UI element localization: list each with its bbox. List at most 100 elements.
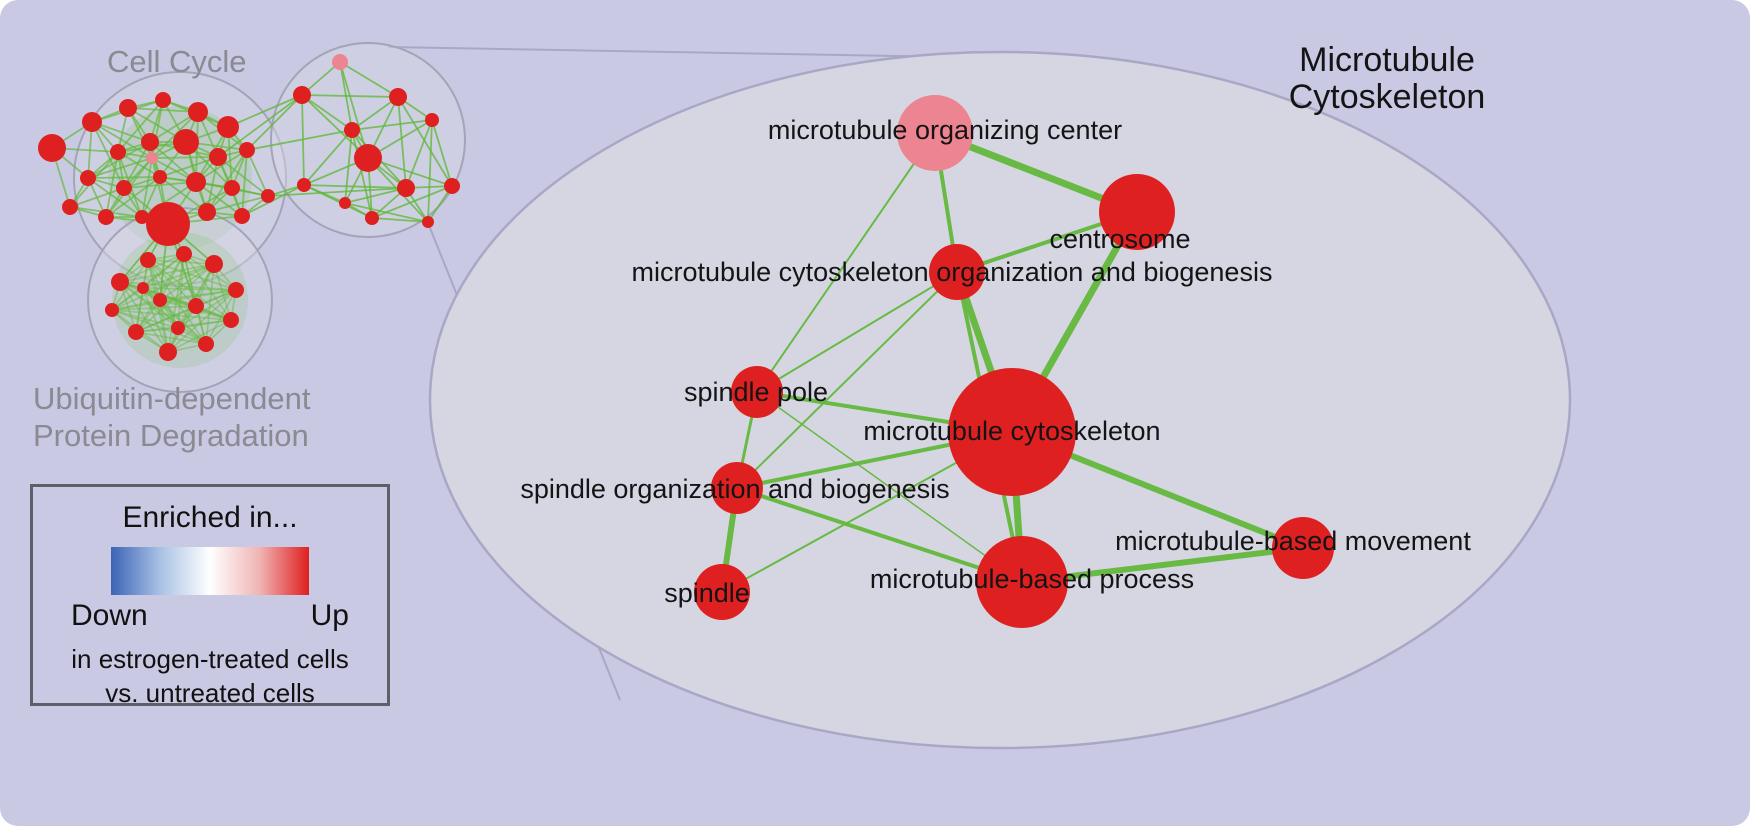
overview-edge — [119, 281, 207, 345]
overview-node — [186, 172, 206, 192]
overview-edge — [147, 259, 197, 307]
overview-node — [38, 134, 66, 162]
zoom-node-label-spindle: spindle — [664, 578, 750, 608]
overview-edge — [141, 157, 153, 218]
overview-edge — [135, 263, 215, 333]
zoom-edge-mcob-spindle_pole — [756, 271, 958, 393]
overview-node — [397, 179, 415, 197]
overview-edge — [241, 149, 248, 217]
legend-gradient-bar — [111, 547, 309, 595]
cluster-circle-microtubule-cytoskeleton — [270, 42, 466, 238]
overview-edge — [142, 287, 207, 345]
overview-edge — [405, 119, 433, 189]
legend: Enriched in... Down Up in estrogen-treat… — [30, 484, 390, 708]
zoom-node-label-centrosome: centrosome — [1049, 224, 1190, 254]
overview-node — [234, 208, 250, 224]
overview-edge — [111, 309, 207, 345]
overview-node — [137, 282, 149, 294]
overview-node — [98, 209, 114, 225]
overview-edge — [339, 61, 399, 98]
overview-node — [141, 133, 159, 151]
overview-edge — [111, 259, 149, 311]
overview-edge — [111, 289, 237, 311]
zoom-node-sob — [711, 462, 763, 514]
overview-edge — [111, 305, 197, 311]
overview-node — [422, 216, 434, 228]
overview-edge — [183, 253, 232, 321]
overview-edge — [119, 253, 185, 283]
overview-node — [173, 129, 199, 155]
overview-node — [155, 92, 171, 108]
overview-edge — [217, 94, 303, 158]
overview-edge — [142, 287, 197, 307]
overview-edge — [195, 149, 248, 183]
overview-edge — [111, 309, 232, 321]
overview-edge — [91, 121, 153, 159]
overview-edge — [351, 129, 373, 219]
overview-edge — [159, 299, 207, 345]
overview-node — [198, 336, 214, 352]
overview-edge — [87, 157, 153, 179]
zoom-node-mc — [948, 368, 1076, 496]
overview-edge — [301, 94, 353, 131]
overview-edge — [91, 121, 151, 143]
overview-edge — [149, 141, 197, 183]
overview-node — [119, 99, 137, 117]
overview-edge — [111, 253, 185, 311]
overview-edge — [147, 259, 237, 291]
overview-edge — [111, 309, 179, 329]
overview-edge — [351, 119, 433, 131]
overview-node — [171, 321, 185, 335]
overview-edge — [344, 187, 407, 204]
overview-edge — [351, 96, 399, 131]
overview-edge — [427, 119, 433, 223]
overview-edge — [177, 263, 215, 329]
zoom-node-label-mbm: microtubule-based movement — [1115, 526, 1471, 556]
overview-edge — [142, 287, 169, 353]
zoom-cluster-title: Microtubule Cytoskeleton — [1262, 41, 1512, 117]
overview-edge — [135, 305, 197, 333]
overview-edge — [111, 263, 215, 311]
cluster-label-ubiquitin-line1: Ubiquitin-dependent — [33, 381, 311, 416]
overview-node — [176, 246, 192, 262]
legend-endpoint-labels: Down Up — [71, 599, 349, 633]
overview-edge — [69, 187, 125, 208]
overview-edge — [111, 299, 161, 311]
overview-edge — [135, 289, 237, 333]
overview-edge — [87, 141, 151, 179]
overview-node — [146, 202, 190, 246]
cluster-label-cell-cycle: Cell Cycle — [107, 44, 247, 79]
overview-edge — [213, 263, 232, 321]
zoom-cluster-title-line2: Cytoskeleton — [1288, 78, 1486, 117]
overview-node — [62, 199, 78, 215]
overview-edge — [431, 119, 453, 187]
overview-edge — [177, 319, 232, 329]
overview-edge — [267, 187, 407, 197]
cluster-label-ubiquitin: Ubiquitin-dependent Protein Degradation — [33, 381, 311, 454]
overview-node — [339, 197, 351, 209]
zoom-node-label-moc: microtubule organizing center — [768, 115, 1122, 145]
overview-node — [135, 210, 149, 224]
zoom-node-centrosome — [1099, 174, 1175, 250]
overview-edge — [117, 99, 164, 153]
overview-edge — [205, 263, 215, 345]
zoom-node-label-mbp: microtubule-based process — [870, 564, 1194, 594]
zoom-node-moc — [897, 95, 973, 171]
overview-node — [444, 178, 460, 194]
overview-edge — [303, 129, 353, 186]
overview-node — [146, 152, 158, 164]
overview-edge — [142, 287, 232, 321]
legend-title: Enriched in... — [122, 501, 298, 534]
overview-node — [188, 298, 204, 314]
overview-edge — [151, 156, 219, 159]
zoom-edge-mbp-mbm — [1019, 545, 1306, 585]
zoom-node-spindle — [694, 564, 750, 620]
overview-edge — [135, 331, 207, 345]
zoom-node-mbm — [1272, 517, 1334, 579]
zoom-node-label-mcob: microtubule cytoskeleton organization an… — [632, 257, 1273, 287]
overview-node — [354, 144, 382, 172]
overview-edge — [371, 185, 453, 219]
overview-edge — [205, 289, 237, 345]
zoom-node-mbp — [976, 536, 1068, 628]
overview-edge — [167, 289, 237, 353]
